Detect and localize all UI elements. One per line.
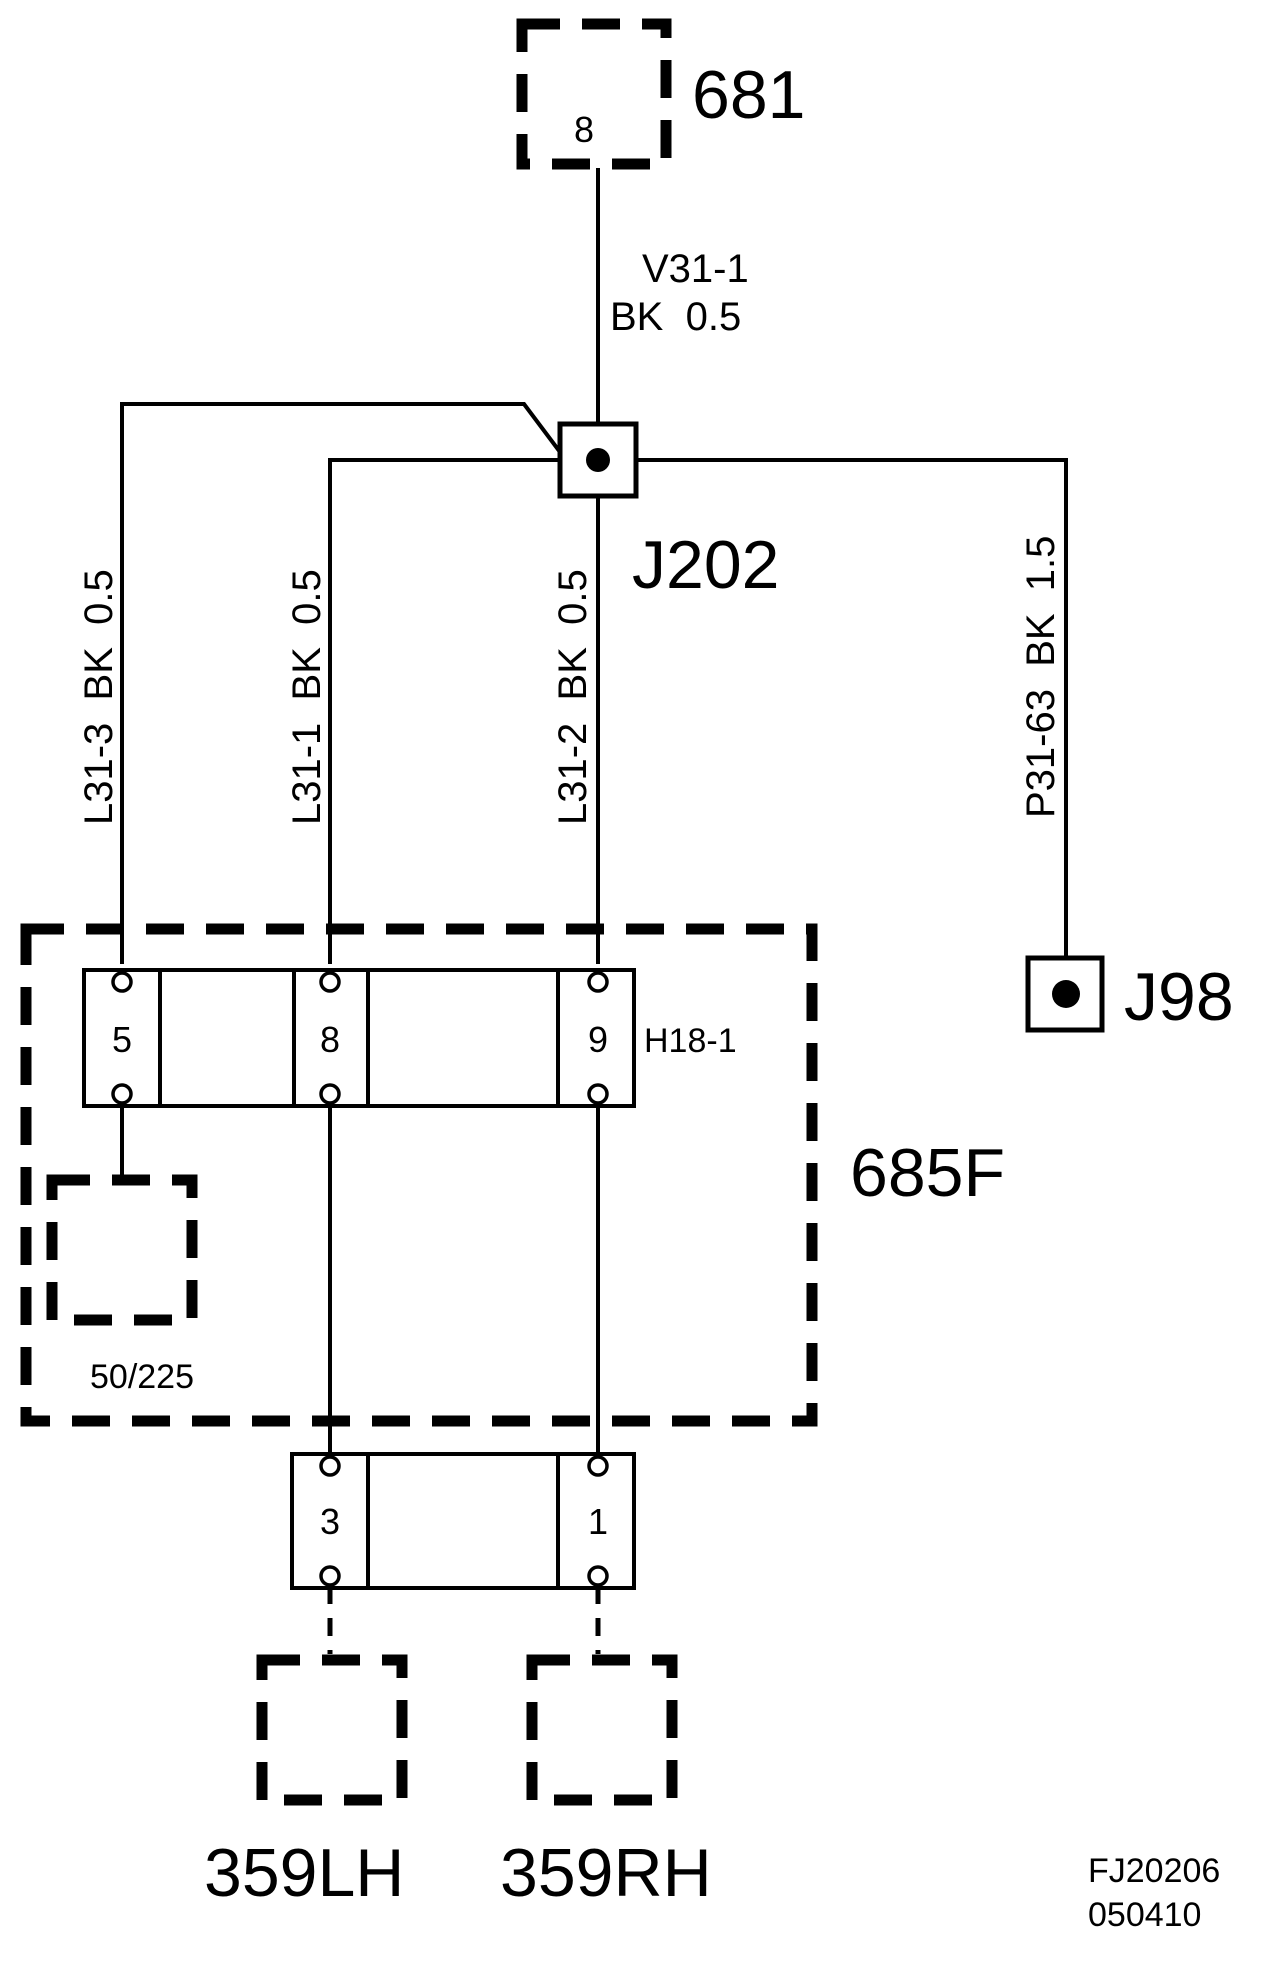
wire-l31-3-label: L31-3 BK 0.5 <box>77 569 121 825</box>
component-50-225-label: 50/225 <box>90 1358 194 1396</box>
wire-v31-1-id: V31-1 <box>642 247 749 291</box>
reference-code: FJ20206 <box>1088 1852 1220 1890</box>
module-681-box <box>516 18 672 170</box>
wire-l31-2-label: L31-2 BK 0.5 <box>551 569 595 825</box>
module-681-pin: 8 <box>574 109 594 150</box>
junction-j202-dot <box>586 448 610 472</box>
connector-h18-1-pin: 9 <box>588 1019 608 1060</box>
lamp-359rh-label: 359RH <box>500 1835 712 1911</box>
connector-lower-pin: 3 <box>320 1501 340 1542</box>
connector-h18-1-label: H18-1 <box>644 1022 737 1060</box>
lamp-359lh: 359LH <box>204 1654 408 1911</box>
junction-j98-dot <box>1052 980 1080 1008</box>
wire-p31-63-label: P31-63 BK 1.5 <box>1019 536 1063 818</box>
module-685f-box <box>20 923 818 1427</box>
connector-h18-1-pin: 8 <box>320 1019 340 1060</box>
wire-l31-1 <box>328 458 560 964</box>
lamp-359lh-box <box>256 1654 408 1806</box>
connector-h18-1-body <box>82 968 636 1108</box>
lamp-359rh-box <box>526 1654 678 1806</box>
junction-j202-label: J202 <box>632 527 779 603</box>
connector-h18-1: 5 8 9 H18-1 <box>82 968 737 1108</box>
wire-v31-1-spec: BK 0.5 <box>610 295 741 339</box>
lamp-359lh-label: 359LH <box>204 1835 404 1911</box>
module-685f-label: 685F <box>850 1135 1005 1211</box>
junction-j98-label: J98 <box>1124 959 1234 1035</box>
wire-l31-3 <box>120 402 562 964</box>
lamp-359rh: 359RH <box>500 1654 712 1911</box>
wire-l31-1-label: L31-1 BK 0.5 <box>285 569 329 825</box>
wire-p31-63 <box>636 458 1068 962</box>
component-50-225-box <box>46 1174 198 1326</box>
connector-h18-1-pin: 5 <box>112 1019 132 1060</box>
reference-date: 050410 <box>1088 1896 1201 1934</box>
connector-lower-pin: 1 <box>588 1501 608 1542</box>
module-681-label: 681 <box>692 57 805 133</box>
module-681: 681 8 <box>516 18 805 170</box>
connector-lower-body <box>290 1452 636 1590</box>
connector-lower: 3 1 <box>290 1452 636 1590</box>
junction-j98: J98 <box>1025 955 1234 1035</box>
